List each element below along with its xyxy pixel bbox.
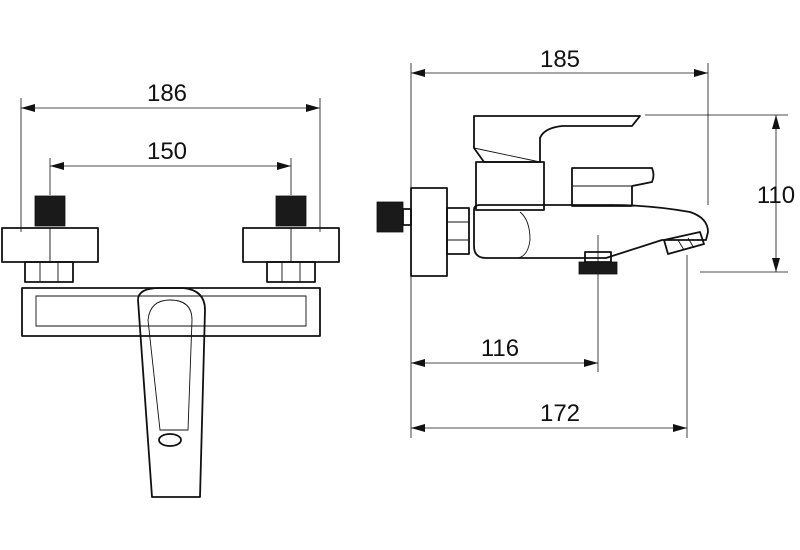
front-mixer-body [21, 287, 321, 337]
dimension-label-185: 185 [540, 46, 580, 73]
side-wall-inlet [376, 187, 470, 277]
dimension-front-overall-width: 186 [20, 80, 321, 232]
side-bottom-outlet [578, 251, 618, 275]
dimension-label-110: 110 [757, 182, 795, 209]
dimension-label-116: 116 [481, 335, 519, 362]
side-view: 185 110 116 172 [376, 46, 795, 438]
dimension-label-150: 150 [147, 138, 187, 165]
dimension-label-186: 186 [147, 80, 187, 107]
side-body-spout [473, 204, 709, 259]
front-view: 186 150 [1, 80, 340, 498]
side-lever-handle [473, 115, 641, 211]
dimension-label-172: 172 [540, 400, 580, 427]
dimension-side-height: 110 [645, 114, 795, 273]
dimension-side-overall-depth: 185 [410, 46, 709, 205]
front-right-inlet [242, 195, 340, 283]
dimension-side-spout-reach: 172 [411, 255, 688, 438]
front-left-inlet [1, 195, 99, 283]
dimension-side-outlet-offset: 116 [410, 235, 599, 438]
dimension-front-inlet-spacing: 150 [49, 138, 292, 195]
front-lever-handle [137, 287, 206, 498]
side-diverter-knob [571, 167, 655, 207]
